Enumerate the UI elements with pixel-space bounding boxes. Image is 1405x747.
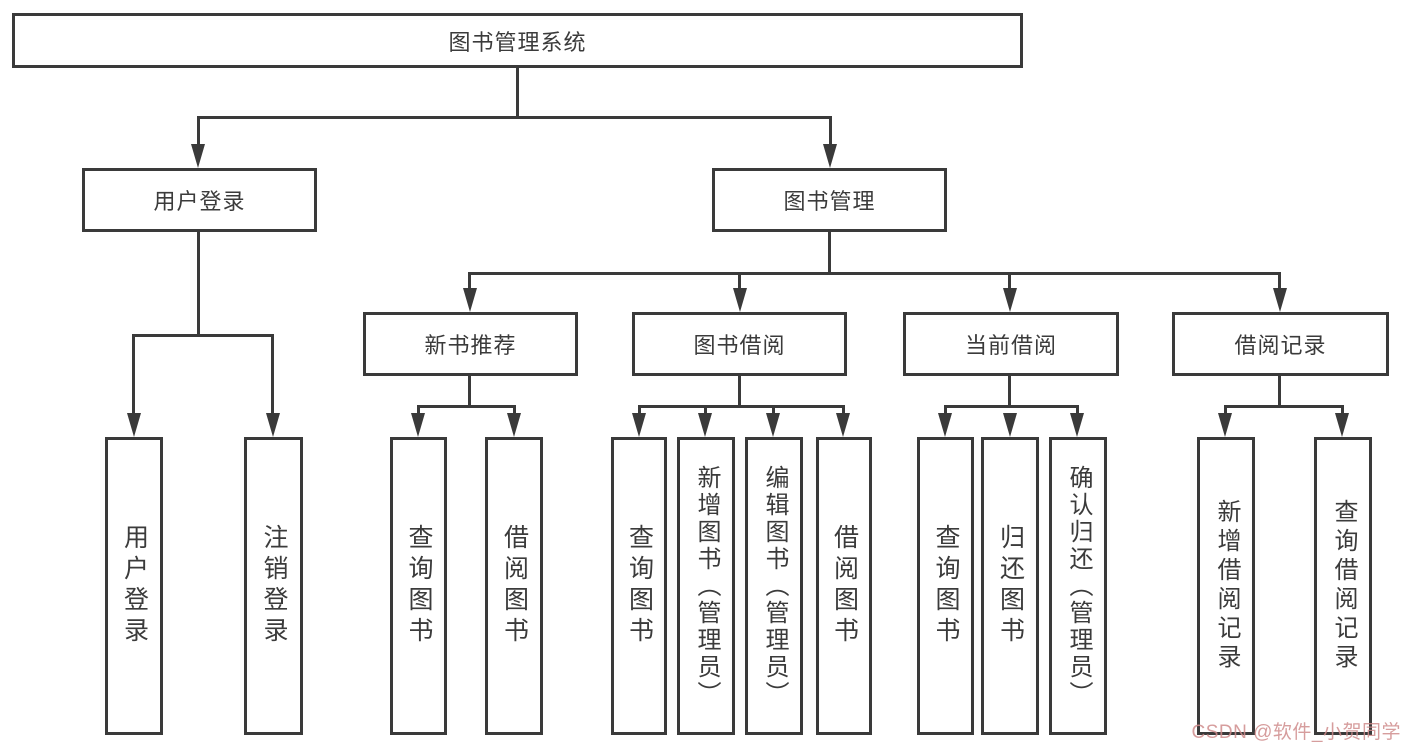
connector-line — [704, 405, 707, 415]
leaf-label: 新增借阅记录 — [1213, 499, 1240, 673]
connector-line — [944, 405, 1079, 408]
connector-line — [468, 272, 471, 292]
arrowhead — [766, 413, 780, 437]
arrowhead — [1003, 288, 1017, 312]
connector-line — [132, 334, 274, 337]
connector-line — [197, 232, 200, 336]
leaf-query-books-borrow: 查询图书 — [611, 437, 667, 735]
connector-line — [516, 68, 519, 118]
leaf-label: 用户登录 — [120, 524, 149, 648]
connector-line — [468, 272, 1281, 275]
node-new-book-recommend: 新书推荐 — [363, 312, 578, 376]
leaf-label: 编辑图书（管理员） — [761, 464, 788, 708]
connector-line — [738, 272, 741, 292]
watermark-text: CSDN @软件_小贺同学 — [1191, 722, 1401, 743]
leaf-borrow-books-borrow: 借阅图书 — [816, 437, 872, 735]
connector-line — [829, 116, 832, 148]
connector-line — [417, 405, 516, 408]
connector-line — [828, 232, 831, 274]
node-label: 当前借阅 — [964, 333, 1057, 358]
connector-line — [1008, 376, 1011, 408]
connector-line — [772, 405, 775, 415]
leaf-label: 借阅图书 — [500, 524, 529, 648]
leaf-label: 查询图书 — [932, 524, 960, 648]
node-label: 图书管理系统 — [448, 29, 587, 55]
node-library-system: 图书管理系统 — [12, 13, 1023, 68]
arrowhead — [836, 413, 850, 437]
connector-line — [738, 376, 741, 408]
connector-line — [417, 405, 420, 415]
arrowhead — [733, 288, 747, 312]
leaf-label: 注销登录 — [260, 524, 288, 648]
leaf-query-books-recommend: 查询图书 — [390, 437, 447, 735]
leaf-add-book-admin: 新增图书（管理员） — [677, 437, 735, 735]
connector-line — [132, 334, 135, 414]
leaf-return-book: 归还图书 — [981, 437, 1039, 735]
connector-line — [197, 116, 200, 148]
arrowhead — [632, 413, 646, 437]
node-label: 借阅记录 — [1234, 333, 1327, 358]
connector-line — [638, 405, 845, 408]
arrowhead — [1273, 288, 1287, 312]
leaf-query-borrow-record: 查询借阅记录 — [1314, 437, 1372, 735]
connector-line — [271, 334, 274, 414]
leaf-label: 查询借阅记录 — [1330, 499, 1357, 673]
arrowhead — [1218, 413, 1232, 437]
arrowhead — [191, 144, 205, 168]
leaf-edit-book-admin: 编辑图书（管理员） — [745, 437, 803, 735]
connector-line — [1278, 376, 1281, 408]
connector-line — [1224, 405, 1227, 415]
node-label: 新书推荐 — [424, 333, 517, 358]
connector-line — [468, 376, 471, 408]
connector-line — [638, 405, 641, 415]
arrowhead — [1003, 413, 1017, 437]
leaf-label: 查询图书 — [405, 524, 433, 648]
arrowhead — [463, 288, 477, 312]
leaf-add-borrow-record: 新增借阅记录 — [1197, 437, 1255, 735]
connector-line — [1278, 272, 1281, 292]
node-book-borrow: 图书借阅 — [632, 312, 847, 376]
arrowhead — [266, 413, 280, 437]
leaf-label: 查询图书 — [625, 524, 654, 648]
arrowhead — [938, 413, 952, 437]
node-user-login: 用户登录 — [82, 168, 317, 232]
node-book-management: 图书管理 — [712, 168, 947, 232]
connector-line — [1341, 405, 1344, 415]
leaf-label: 确认归还（管理员） — [1065, 464, 1092, 708]
node-borrow-records: 借阅记录 — [1172, 312, 1389, 376]
leaf-logout: 注销登录 — [244, 437, 303, 735]
node-label: 用户登录 — [153, 189, 246, 214]
arrowhead — [823, 144, 837, 168]
connector-line — [1076, 405, 1079, 415]
leaf-user-login: 用户登录 — [105, 437, 163, 735]
connector-line — [513, 405, 516, 415]
arrowhead — [507, 413, 521, 437]
node-label: 图书借阅 — [693, 333, 786, 358]
arrowhead — [411, 413, 425, 437]
arrowhead — [127, 413, 141, 437]
connector-line — [944, 405, 947, 415]
leaf-label: 归还图书 — [996, 524, 1025, 648]
connector-line — [197, 116, 832, 119]
leaf-borrow-books-recommend: 借阅图书 — [485, 437, 543, 735]
node-current-borrow: 当前借阅 — [903, 312, 1119, 376]
connector-line — [1008, 272, 1011, 292]
arrowhead — [698, 413, 712, 437]
leaf-label: 借阅图书 — [830, 524, 859, 648]
leaf-confirm-return-admin: 确认归还（管理员） — [1049, 437, 1107, 735]
node-label: 图书管理 — [783, 189, 876, 214]
connector-line — [842, 405, 845, 415]
arrowhead — [1335, 413, 1349, 437]
leaf-label: 新增图书（管理员） — [693, 464, 720, 708]
arrowhead — [1070, 413, 1084, 437]
connector-line — [1224, 405, 1344, 408]
leaf-query-books-current: 查询图书 — [917, 437, 974, 735]
